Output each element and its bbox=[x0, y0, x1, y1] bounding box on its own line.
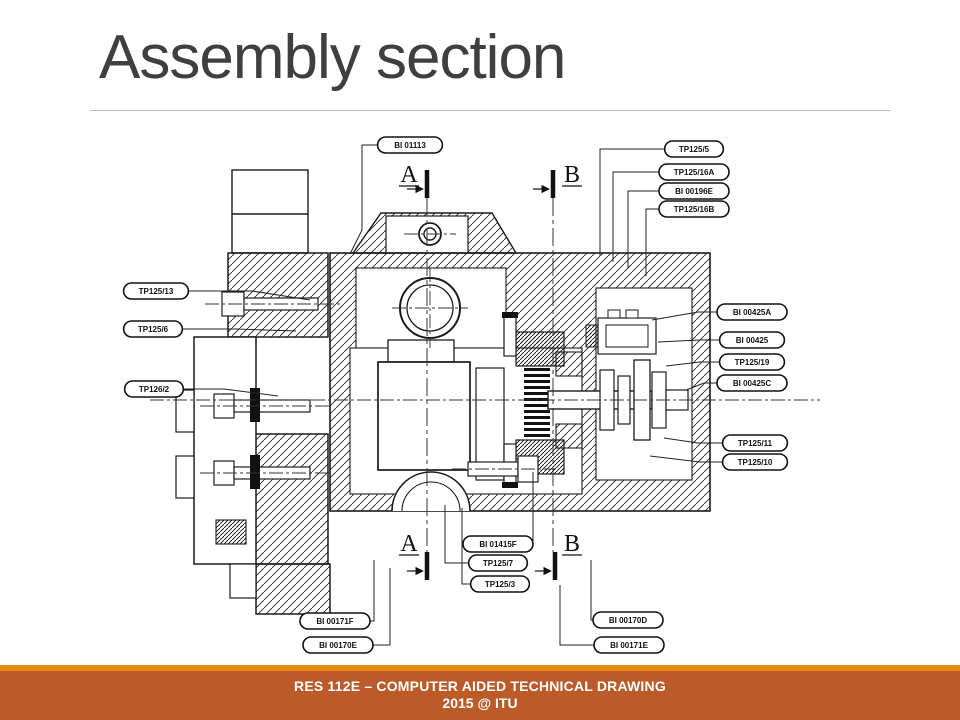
title-underline bbox=[90, 110, 890, 111]
leader-line bbox=[182, 388, 279, 397]
svg-text:TP125/19: TP125/19 bbox=[735, 358, 770, 367]
leader-line bbox=[461, 508, 472, 585]
svg-text:BI 00425A: BI 00425A bbox=[733, 308, 771, 317]
section-marker-a: A bbox=[399, 162, 430, 198]
part-callout-bi-00196e: BI 00196E bbox=[658, 182, 730, 200]
leader-line bbox=[599, 148, 665, 256]
part-callout-tp125-6: TP125/6 bbox=[122, 320, 184, 338]
leader-line bbox=[366, 560, 375, 622]
svg-text:TP125/7: TP125/7 bbox=[483, 559, 514, 568]
part-callout-tp125-19: TP125/19 bbox=[718, 353, 786, 371]
leader-line bbox=[651, 311, 722, 321]
internals-group bbox=[377, 309, 689, 512]
section-marker-a: A bbox=[399, 531, 430, 580]
svg-text:TP125/6: TP125/6 bbox=[138, 325, 169, 334]
svg-text:B: B bbox=[564, 531, 580, 557]
leader-line bbox=[663, 437, 726, 444]
footer-bar: RES 112E – COMPUTER AIDED TECHNICAL DRAW… bbox=[0, 665, 960, 720]
leader-line bbox=[349, 144, 381, 255]
svg-text:BI 00171F: BI 00171F bbox=[316, 617, 353, 626]
svg-text:TP125/16B: TP125/16B bbox=[674, 205, 715, 214]
svg-text:BI 01415F: BI 01415F bbox=[479, 540, 516, 549]
svg-text:BI 00196E: BI 00196E bbox=[675, 187, 713, 196]
leader-line bbox=[665, 361, 723, 367]
part-callout-tp125-7: TP125/7 bbox=[467, 554, 529, 572]
part-callout-bi-01415f: BI 01415F bbox=[462, 535, 534, 553]
section-marker-b: B bbox=[535, 531, 582, 580]
svg-text:BI 00171E: BI 00171E bbox=[610, 641, 648, 650]
part-callout-tp125-16a: TP125/16A bbox=[658, 163, 730, 181]
svg-text:TP125/16A: TP125/16A bbox=[674, 168, 715, 177]
footer-year: 2015 @ ITU bbox=[442, 695, 518, 711]
part-callout-tp125-3: TP125/3 bbox=[469, 575, 531, 593]
part-callout-tp126-2: TP126/2 bbox=[123, 380, 185, 398]
leader-line bbox=[657, 339, 723, 343]
svg-text:BI 00170D: BI 00170D bbox=[609, 616, 647, 625]
section-marker-b: B bbox=[533, 162, 582, 198]
centerlines-group bbox=[150, 198, 820, 552]
part-callout-bi-00425c: BI 00425C bbox=[716, 374, 788, 392]
part-callout-tp125-16b: TP125/16B bbox=[658, 200, 730, 218]
part-callout-bi-00425: BI 00425 bbox=[718, 331, 786, 349]
leader-line bbox=[559, 585, 598, 646]
svg-text:TP125/13: TP125/13 bbox=[139, 287, 174, 296]
part-callout-bi-01113: BI 01113 bbox=[376, 136, 444, 154]
part-callout-tp125-10: TP125/10 bbox=[721, 453, 789, 471]
svg-text:TP125/5: TP125/5 bbox=[679, 145, 710, 154]
svg-text:BI 01113: BI 01113 bbox=[394, 141, 426, 150]
leader-lines bbox=[181, 144, 726, 646]
svg-text:TP125/3: TP125/3 bbox=[485, 580, 516, 589]
svg-text:BI 00425: BI 00425 bbox=[736, 336, 769, 345]
leader-line bbox=[627, 190, 662, 268]
part-callout-bi-00170d: BI 00170D bbox=[592, 611, 664, 629]
part-callout-tp125-13: TP125/13 bbox=[122, 282, 190, 300]
leader-line bbox=[685, 382, 722, 391]
svg-text:TP125/11: TP125/11 bbox=[738, 439, 773, 448]
svg-text:TP125/10: TP125/10 bbox=[738, 458, 773, 467]
part-callout-bi-00425a: BI 00425A bbox=[716, 303, 788, 321]
slide-title: Assembly section bbox=[99, 23, 566, 92]
svg-text:A: A bbox=[400, 162, 418, 188]
leader-line bbox=[645, 208, 660, 276]
leader-line bbox=[590, 560, 597, 621]
left-flange-group bbox=[175, 252, 331, 615]
part-callout-tp125-5: TP125/5 bbox=[663, 140, 725, 158]
gear-teeth bbox=[524, 368, 550, 437]
leader-line bbox=[649, 455, 726, 463]
svg-text:BI 00425C: BI 00425C bbox=[733, 379, 771, 388]
part-callout-bi-00171f: BI 00171F bbox=[299, 612, 371, 630]
leader-line bbox=[612, 171, 660, 262]
section-markers: A B A B bbox=[399, 162, 582, 580]
part-callout-tp125-11: TP125/11 bbox=[721, 434, 789, 452]
leader-line bbox=[369, 568, 391, 646]
svg-text:B: B bbox=[564, 162, 580, 188]
leader-line bbox=[186, 290, 311, 301]
footer-course: RES 112E – COMPUTER AIDED TECHNICAL DRAW… bbox=[294, 678, 666, 694]
svg-text:BI 00170E: BI 00170E bbox=[319, 641, 357, 650]
part-callout-bi-00170e: BI 00170E bbox=[302, 636, 374, 654]
svg-text:TP126/2: TP126/2 bbox=[139, 385, 170, 394]
leader-line bbox=[444, 505, 470, 564]
part-callout-bi-00171e: BI 00171E bbox=[593, 636, 665, 654]
leader-line bbox=[181, 328, 297, 332]
svg-text:A: A bbox=[400, 531, 418, 557]
